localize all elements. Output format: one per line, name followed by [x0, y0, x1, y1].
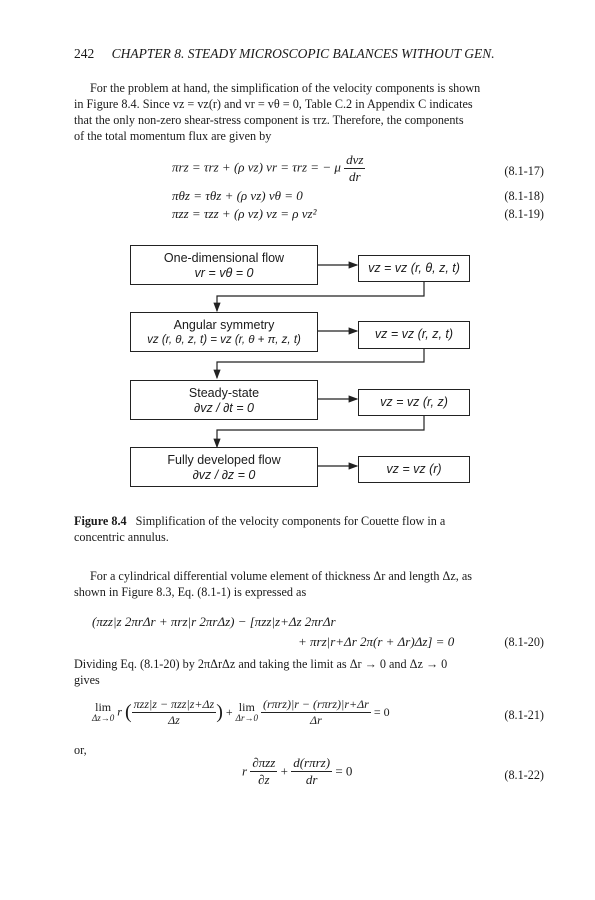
flow-step-angular-symmetry: Angular symmetry vz (r, θ, z, t) = vz (r… — [130, 312, 318, 352]
step-condition: ∂vz / ∂t = 0 — [194, 401, 254, 415]
equation-8-1-18: πθz = τθz + (ρ vz) vθ = 0 — [172, 188, 303, 203]
step-title: Fully developed flow — [167, 453, 281, 467]
fraction-denominator: Δr — [310, 713, 322, 727]
arrow-down — [213, 349, 425, 380]
fraction-numerator: ∂πzz — [250, 755, 278, 772]
plus-sign: + — [280, 763, 288, 779]
body-line: shown in Figure 8.3, Eq. (8.1-1) is expr… — [74, 585, 307, 599]
equation-lhs: πrz = τrz + (ρ vz) vr = τrz = − μ — [172, 159, 341, 175]
flow-result: vz = vz (r, z, t) — [358, 321, 470, 349]
equation-number: (8.1-22) — [504, 768, 544, 782]
equation-number: (8.1-18) — [504, 189, 544, 203]
chapter-title: CHAPTER 8. STEADY MICROSCOPIC BALANCES W… — [111, 46, 495, 61]
plus-sign: + — [225, 705, 233, 719]
equation-fraction: πzz|z − πzz|z+Δz Δz — [131, 697, 217, 728]
step-condition: vz (r, θ, z, t) = vz (r, θ + π, z, t) — [147, 334, 301, 346]
intro-line: that the only non-zero shear-stress comp… — [74, 113, 464, 127]
flow-step-steady-state: Steady-state ∂vz / ∂t = 0 — [130, 380, 318, 420]
equation-number: (8.1-19) — [504, 207, 544, 221]
intro-line: of the total momentum flux are given by — [74, 129, 272, 143]
flow-result: vz = vz (r, θ, z, t) — [358, 255, 470, 282]
fraction-denominator: ∂z — [258, 772, 270, 787]
flow-result: vz = vz (r) — [358, 456, 470, 483]
flow-step-fully-developed: Fully developed flow ∂vz / ∂z = 0 — [130, 447, 318, 487]
arrow-down — [213, 416, 425, 449]
step-condition: ∂vz / ∂z = 0 — [192, 468, 256, 482]
flow-result: vz = vz (r, z) — [358, 389, 470, 416]
equation-rhs: = 0 — [373, 705, 390, 719]
radius-factor: r — [117, 704, 122, 719]
figure-label: Figure 8.4 — [74, 514, 127, 528]
step-title: Steady-state — [188, 386, 260, 400]
limit-operator: lim Δz→0 — [92, 699, 115, 724]
fraction-numerator: (rπrz)|r − (rπrz)|r+Δr — [260, 697, 371, 713]
fraction-denominator: Δz — [168, 713, 180, 727]
equation-8-1-17: πrz = τrz + (ρ vz) vr = τrz = − μ dvz dr — [172, 152, 366, 185]
step-condition: vr = vθ = 0 — [194, 266, 254, 280]
equation-8-1-20-line2: + πrz|r+Δr 2π(r + Δr)Δz] = 0 — [298, 634, 455, 649]
fraction-numerator: d(rπrz) — [291, 755, 333, 772]
intro-line: in Figure 8.4. Since vz = vz(r) and vr =… — [74, 97, 473, 111]
equation-number: (8.1-17) — [504, 164, 544, 178]
body-paragraph: Dividing Eq. (8.1-20) by 2πΔrΔz and taki… — [74, 656, 544, 688]
equation-8-1-19: πzz = τzz + (ρ vz) vz = ρ vz² — [172, 206, 317, 221]
page-number: 242 — [74, 46, 95, 61]
figure-caption: Figure 8.4 Simplification of the velocit… — [74, 513, 544, 545]
limit-operator: lim Δr→0 — [235, 699, 258, 724]
equation-8-1-20-line1: (πzz|z 2πrΔr + πrz|r 2πrΔz) − [πzz|z+Δz … — [92, 614, 336, 629]
equation-rhs: = 0 — [335, 763, 353, 779]
body-line: gives — [74, 673, 100, 687]
equation-number: (8.1-20) — [504, 635, 544, 649]
limit-text: lim — [238, 699, 255, 714]
limit-text: lim — [95, 699, 112, 714]
radius-factor: r — [242, 763, 248, 779]
caption-text: Simplification of the velocity component… — [135, 514, 446, 528]
fraction-denominator: dr — [305, 772, 318, 787]
page-header: 242 CHAPTER 8. STEADY MICROSCOPIC BALANC… — [74, 46, 495, 62]
fraction-numerator: πzz|z − πzz|z+Δz — [131, 697, 217, 713]
body-line: For a cylindrical differential volume el… — [90, 569, 472, 583]
step-title: One-dimensional flow — [163, 251, 285, 265]
equation-fraction: dvz dr — [344, 152, 366, 185]
equation-fraction: d(rπrz) dr — [291, 755, 333, 788]
arrow-down — [213, 282, 425, 313]
equation-fraction: (rπrz)|r − (rπrz)|r+Δr Δr — [260, 697, 371, 728]
equation-number: (8.1-21) — [504, 708, 544, 722]
caption-text: concentric annulus. — [74, 530, 169, 544]
intro-line: For the problem at hand, the simplificat… — [90, 81, 481, 95]
flow-step-one-dimensional: One-dimensional flow vr = vθ = 0 — [130, 245, 318, 285]
fraction-numerator: dvz — [344, 152, 366, 169]
limit-subscript: Δz→0 — [92, 712, 115, 723]
body-paragraph: For a cylindrical differential volume el… — [74, 568, 544, 600]
body-line: Dividing Eq. (8.1-20) by 2πΔrΔz and taki… — [74, 657, 448, 671]
equation-8-1-21: lim Δz→0 r ( πzz|z − πzz|z+Δz Δz ) + lim… — [92, 697, 390, 728]
step-title: Angular symmetry — [173, 318, 275, 332]
fraction-denominator: dr — [349, 169, 361, 184]
equation-fraction: ∂πzz ∂z — [250, 755, 278, 788]
connective-or: or, — [74, 743, 87, 757]
equation-8-1-22: r ∂πzz ∂z + d(rπrz) dr = 0 — [242, 755, 352, 788]
intro-paragraph: For the problem at hand, the simplificat… — [74, 80, 544, 144]
limit-subscript: Δr→0 — [235, 712, 258, 723]
